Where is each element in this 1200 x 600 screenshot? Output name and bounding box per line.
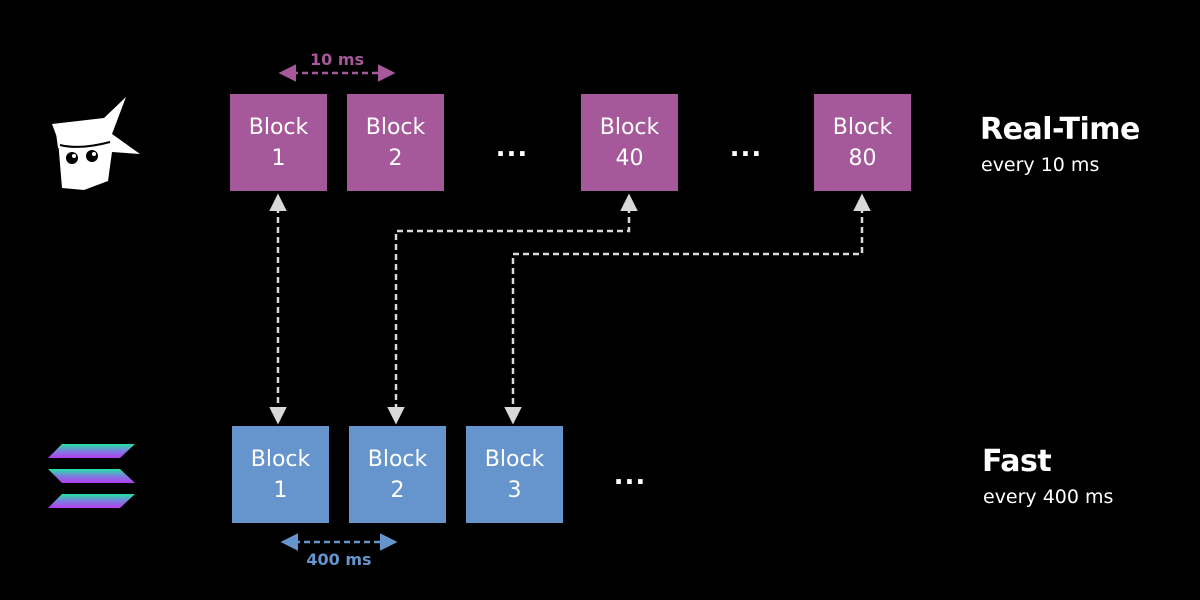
realtime-block-2: Block 2 xyxy=(347,94,444,191)
realtime-ellipsis-1: ... xyxy=(495,133,529,163)
realtime-interval-label: 10 ms xyxy=(309,50,365,69)
realtime-ellipsis-2: ... xyxy=(729,133,763,163)
block-number: 1 xyxy=(271,145,286,171)
realtime-block-1: Block 1 xyxy=(230,94,327,191)
block-number: 80 xyxy=(848,145,877,171)
connector-block80-block3 xyxy=(504,193,871,425)
realtime-title: Real-Time xyxy=(980,112,1140,147)
solana-logo-icon xyxy=(48,444,135,508)
block-number: 3 xyxy=(507,477,522,503)
block-label: Block xyxy=(599,114,660,140)
block-number: 2 xyxy=(390,477,405,503)
realtime-block-40: Block 40 xyxy=(581,94,678,191)
block-label: Block xyxy=(832,114,893,140)
fast-block-1: Block 1 xyxy=(232,426,329,523)
realtime-block-80: Block 80 xyxy=(814,94,911,191)
fast-title: Fast xyxy=(982,444,1052,479)
block-number: 1 xyxy=(273,477,288,503)
fast-subtitle: every 400 ms xyxy=(983,486,1114,508)
block-label: Block xyxy=(484,446,545,472)
block-label: Block xyxy=(248,114,309,140)
block-number: 40 xyxy=(615,145,644,171)
fast-block-2: Block 2 xyxy=(349,426,446,523)
realtime-subtitle: every 10 ms xyxy=(981,154,1100,176)
fast-block-3: Block 3 xyxy=(466,426,563,523)
block-label: Block xyxy=(367,446,428,472)
fast-ellipsis: ... xyxy=(613,461,647,491)
block-number: 2 xyxy=(388,145,403,171)
fast-interval-label: 400 ms xyxy=(306,550,372,569)
block-label: Block xyxy=(365,114,426,140)
block-label: Block xyxy=(250,446,311,472)
wizard-hat-logo-icon xyxy=(52,97,140,190)
